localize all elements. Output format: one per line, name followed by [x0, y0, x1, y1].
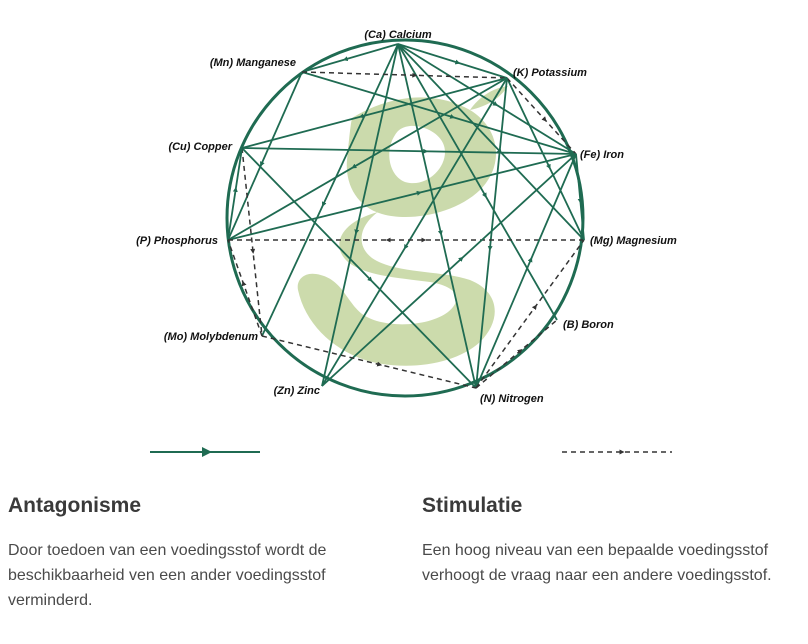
antagonism-description: Door toedoen van een voedingsstof wordt …: [8, 542, 327, 609]
edge-mn-fe: [301, 71, 577, 155]
edge-k-p: [227, 77, 508, 241]
node-label-b: (B) Boron: [563, 319, 614, 331]
edge-k-mg: [506, 77, 585, 241]
antagonism-title: Antagonisme: [8, 494, 142, 517]
edge-n-fe: [475, 153, 577, 389]
edge-k-n: [475, 77, 508, 389]
edge-mo-n: [261, 335, 477, 389]
edge-n-mg: [475, 239, 585, 389]
edge-mn-k: [301, 71, 508, 79]
edge-k-zn: [321, 77, 508, 387]
node-label-p: (P) Phosphorus: [136, 235, 218, 247]
edge-mo-p: [227, 239, 263, 337]
edge-zn-fe: [321, 153, 577, 387]
node-label-zn: (Zn) Zinc: [274, 385, 320, 397]
edge-fe-mg: [575, 153, 585, 241]
node-label-ca: (Ca) Calcium: [364, 29, 431, 41]
node-label-fe: (Fe) Iron: [580, 149, 624, 161]
node-label-mg: (Mg) Magnesium: [590, 235, 677, 247]
stimulation-title: Stimulatie: [422, 494, 523, 517]
edge-k-fe: [506, 77, 577, 155]
edge-cu-fe: [241, 147, 577, 155]
edge-cu-n: [241, 147, 477, 389]
edge-ca-mo: [261, 43, 399, 337]
nutrient-interaction-diagram: (Ca) Calcium (K) Potassium (Fe) Iron (Mg) M…: [136, 29, 677, 457]
edge-ca-zn: [321, 43, 399, 387]
edge-ca-n: [397, 43, 477, 389]
edge-ca-b: [397, 43, 558, 321]
edge-mn-p: [227, 71, 303, 241]
element-labels: (Ca) Calcium (K) Potassium (Fe) Iron (Mg) M…: [136, 29, 677, 405]
edge-ca-mn: [301, 43, 399, 73]
node-label-cu: (Cu) Copper: [168, 141, 232, 153]
nutrient-wheel-circle: [225, 38, 585, 398]
node-label-n: (N) Nitrogen: [480, 393, 544, 405]
edge-k-cu: [241, 77, 508, 149]
edge-p-cu: [227, 147, 243, 241]
interaction-edges: [227, 43, 585, 389]
edge-p-fe: [227, 153, 577, 241]
stimulation-description: Een hoog niveau van een bepaalde voeding…: [422, 542, 772, 584]
node-label-k: (K) Potassium: [513, 67, 587, 79]
edge-ca-k: [397, 43, 508, 79]
node-label-mn: (Mn) Manganese: [210, 57, 296, 69]
node-label-mo: (Mo) Molybdenum: [164, 331, 258, 343]
edge-cu-mo: [241, 147, 263, 337]
edge-ca-fe: [397, 43, 577, 155]
